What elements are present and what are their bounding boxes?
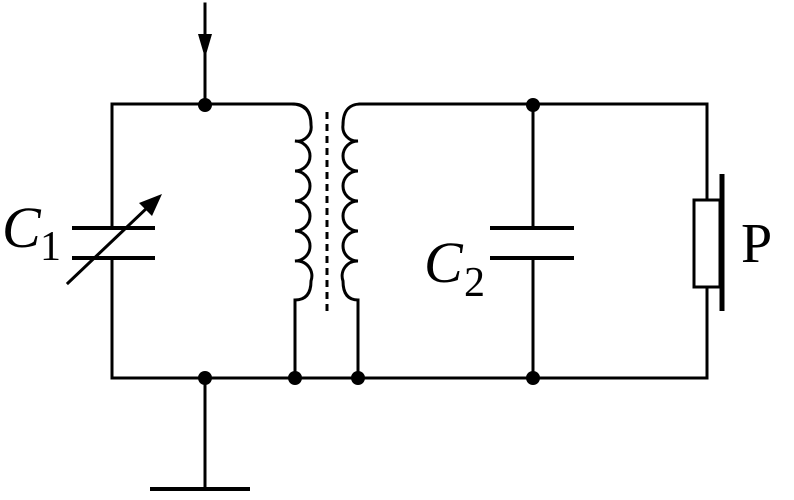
primary-loop-wires <box>110 102 362 380</box>
earphone-p <box>692 174 725 311</box>
secondary-loop-wires <box>356 102 709 380</box>
junction-dot <box>198 371 212 385</box>
label-c1-subscript: 1 <box>40 224 61 270</box>
variable-arrow-icon <box>139 194 162 216</box>
capacitor-c2 <box>490 226 574 260</box>
junction-dot <box>526 98 540 112</box>
label-c2-subscript: 2 <box>464 260 485 306</box>
junction-dot <box>526 371 540 385</box>
label-c1-letter: C <box>2 195 42 260</box>
ground <box>150 376 250 491</box>
junction-dot <box>198 98 212 112</box>
transformer-secondary-coil <box>340 102 362 380</box>
transformer-primary-coil <box>291 102 314 380</box>
label-c2-letter: C <box>424 230 464 295</box>
variable-capacitor-c1 <box>65 194 162 286</box>
junction-dot <box>351 371 365 385</box>
input-arrow-icon <box>198 34 212 58</box>
junction-dots <box>198 98 540 385</box>
input-lead <box>198 2 212 106</box>
junction-dot <box>288 371 302 385</box>
label-p: P <box>741 213 772 275</box>
